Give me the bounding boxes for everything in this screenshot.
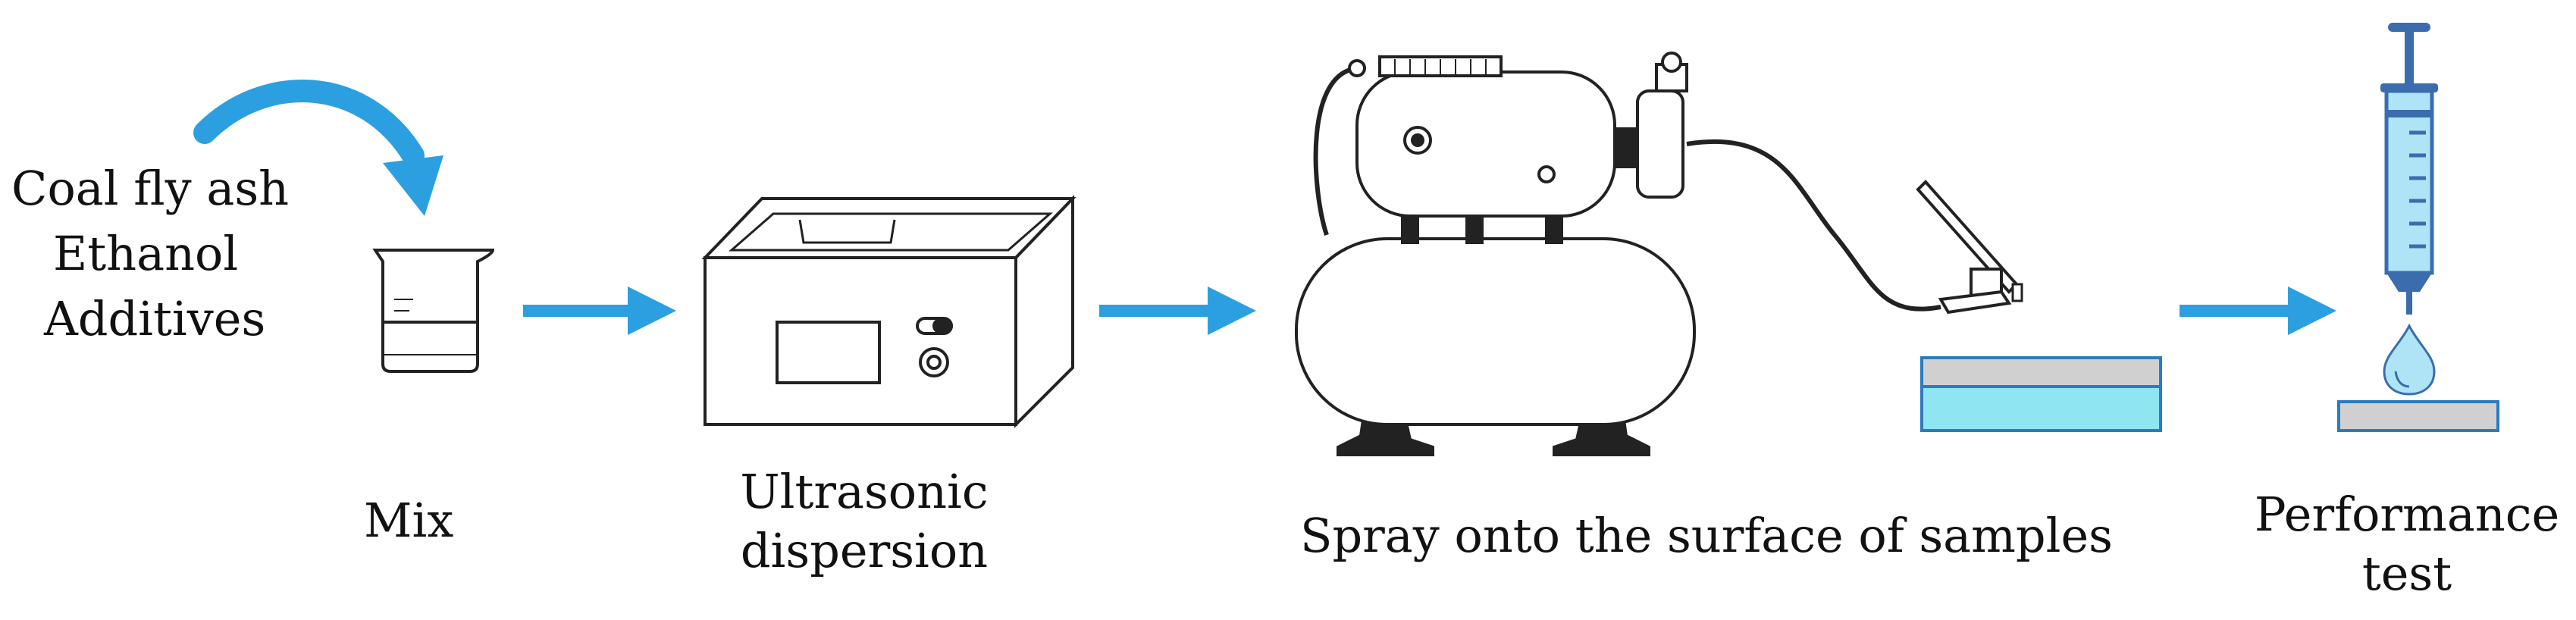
- performance-line-1: Performance: [2254, 487, 2560, 542]
- coated-sample-icon: [1920, 356, 2162, 432]
- input-additives: Additives: [44, 291, 266, 346]
- input-coal-fly-ash: Coal fly ash: [11, 161, 290, 216]
- ultrasonic-bath-icon: [701, 195, 1076, 428]
- step-label-performance: Performance test: [2244, 485, 2570, 603]
- step-label-spray: Spray onto the surface of samples: [1300, 508, 2113, 563]
- step-label-ultrasonic: Ultrasonic dispersion: [705, 462, 1023, 581]
- water-drop-icon: [2383, 323, 2436, 396]
- ultrasonic-line-1: Ultrasonic: [740, 464, 989, 519]
- beaker-icon: [372, 249, 495, 373]
- performance-line-2: test: [2361, 546, 2452, 601]
- step-label-mix: Mix: [364, 493, 454, 548]
- input-ethanol: Ethanol: [53, 226, 239, 281]
- ultrasonic-line-2: dispersion: [740, 523, 989, 578]
- test-plate-icon: [2337, 400, 2499, 432]
- syringe-icon: [2380, 23, 2438, 315]
- air-compressor-icon: [1295, 52, 1696, 456]
- spray-gun-icon: [1686, 139, 2023, 315]
- curved-arrow-icon: [193, 80, 443, 216]
